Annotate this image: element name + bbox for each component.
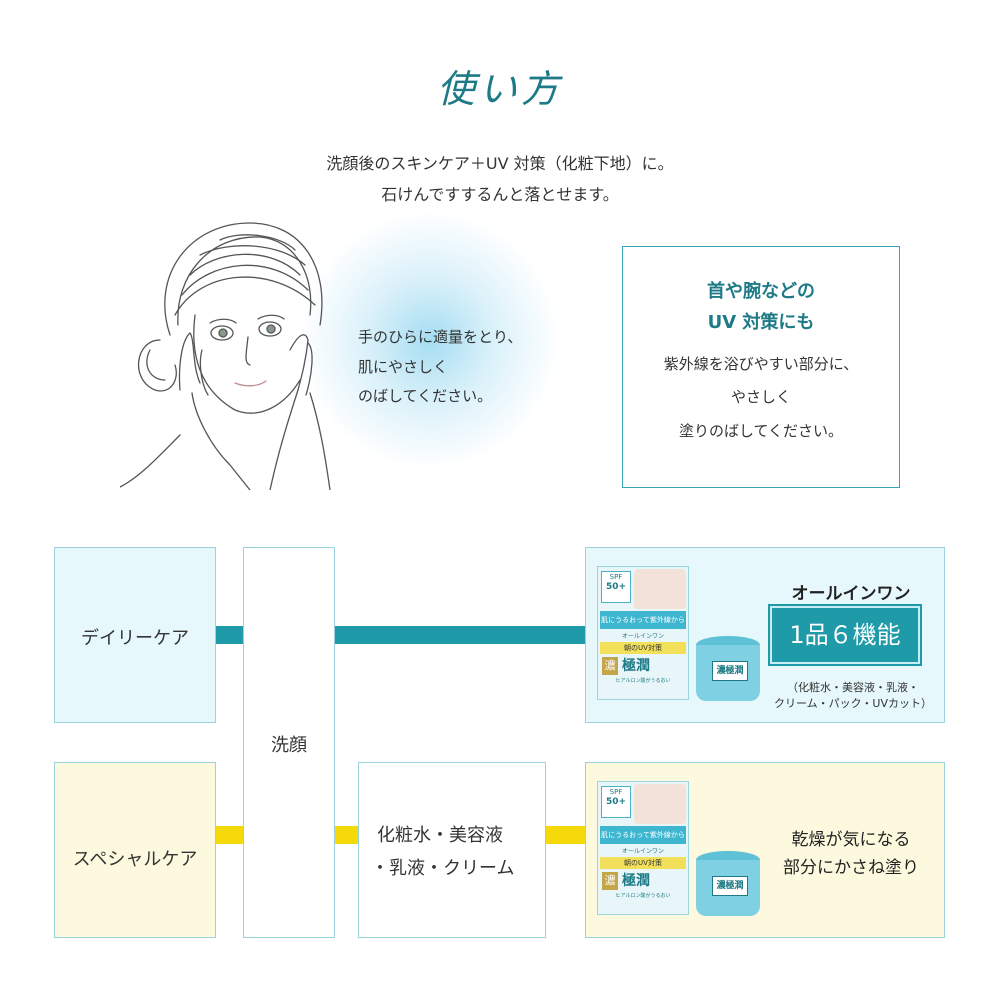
face-wash-box: 洗顔 — [243, 547, 335, 938]
intro-line-1: 洗顔後のスキンケア＋UV 対策（化粧下地）に。 — [326, 154, 674, 173]
step-line-2: 肌にやさしく — [358, 358, 449, 376]
page-title: 使い方 — [436, 67, 563, 111]
special-connector-3 — [544, 826, 586, 844]
woman-applying-cream-illustration — [120, 222, 331, 490]
step-line-3: のばしてください。 — [358, 387, 493, 405]
product-catch: 肌にうるおって紫外線からバリア — [600, 611, 686, 629]
special-note-1: 乾燥が気になる — [791, 830, 911, 850]
uv-tip-box: 首や腕などの UV 対策にも 紫外線を浴びやすい部分に、 やさしく 塗りのばして… — [622, 246, 900, 488]
special-connector-1 — [215, 826, 245, 844]
product-note-2: ヒアルロン酸がうるおい — [615, 893, 671, 899]
special-connector-2 — [334, 826, 359, 844]
daily-connector-1 — [215, 626, 245, 644]
tip-body-1: 紫外線を浴びやすい部分に、 — [663, 355, 859, 373]
skincare-steps-box: 化粧水・美容液 ・乳液・クリーム — [358, 762, 546, 938]
product-note: ヒアルロン酸がうるおい — [615, 678, 671, 684]
product-brand: 極潤 — [622, 658, 650, 674]
allinone-label: オールインワン — [791, 584, 911, 604]
product-brand-2: 極潤 — [622, 873, 650, 889]
face-photo-2 — [634, 784, 686, 824]
product-catch-2: 肌にうるおって紫外線からバリア — [600, 826, 686, 844]
tip-body-3: 塗りのばしてください。 — [678, 422, 844, 440]
jar-body: 濃極潤 — [696, 645, 760, 701]
daily-connector-2 — [334, 626, 586, 644]
step-line-1: 手のひらに適量をとり、 — [358, 328, 523, 346]
product-uv-tag: 朝のUV対策 — [600, 642, 686, 654]
daily-care-label: デイリーケア — [81, 628, 189, 649]
intro-line-2: 石けんですするんと落とせます。 — [381, 185, 619, 204]
face-photo — [634, 569, 686, 609]
functions-detail-2: クリーム・パック・UVカット） — [773, 697, 933, 710]
jar-label: 濃極潤 — [712, 661, 748, 681]
product-kanji-2: 濃 — [602, 872, 618, 890]
skincare-line-2: ・乳液・クリーム — [371, 858, 515, 879]
daily-care-box: デイリーケア — [54, 547, 216, 723]
face-wash-label: 洗顔 — [271, 735, 307, 756]
product-allinone-tag-2: オールインワン — [621, 848, 664, 855]
tip-heading-2: UV 対策にも — [707, 312, 815, 333]
functions-badge: 1品６機能 — [768, 604, 922, 666]
product-kanji: 濃 — [602, 657, 618, 675]
special-care-label: スペシャルケア — [72, 849, 198, 870]
tip-body-2: やさしく — [730, 388, 791, 406]
skincare-line-1: 化粧水・美容液 — [377, 825, 503, 846]
functions-detail-1: （化粧水・美容液・乳液・ — [787, 681, 919, 694]
product-allinone-tag: オールインワン — [621, 633, 664, 640]
tip-heading-1: 首や腕などの — [707, 281, 815, 302]
jar-label-2: 濃極潤 — [712, 876, 748, 896]
product-uv-tag-2: 朝のUV対策 — [600, 857, 686, 869]
special-note-2: 部分にかさね塗り — [783, 858, 919, 878]
special-care-box: スペシャルケア — [54, 762, 216, 938]
soft-glow — [300, 210, 560, 470]
jar-body-2: 濃極潤 — [696, 860, 760, 916]
